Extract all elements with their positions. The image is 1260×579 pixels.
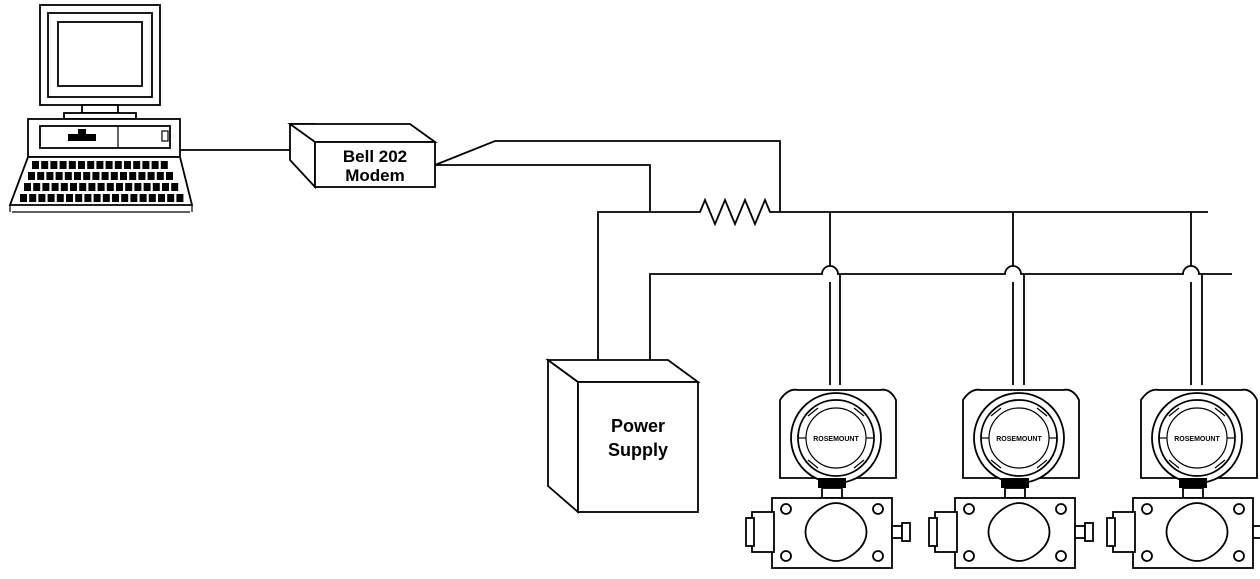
keyboard-key xyxy=(142,161,150,169)
keyboard-key xyxy=(70,183,77,191)
keyboard-key xyxy=(84,194,92,202)
keyboard-key xyxy=(143,183,151,191)
keyboard-key xyxy=(162,183,169,191)
keyboard-key xyxy=(41,161,49,169)
keyboard-key xyxy=(151,161,159,169)
keyboard-key xyxy=(47,194,55,202)
keyboard-key xyxy=(24,183,31,191)
keyboard-key xyxy=(50,161,58,169)
power-supply-label-line1: Power xyxy=(611,416,665,436)
keyboard-key xyxy=(42,183,50,191)
keyboard-key xyxy=(68,161,76,169)
keyboard-key xyxy=(105,161,113,169)
modem-label-line1: Bell 202 xyxy=(343,147,407,166)
keyboard-key xyxy=(33,183,41,191)
keyboard-key xyxy=(158,194,165,202)
monitor-stand xyxy=(81,104,119,114)
keyboard-key xyxy=(66,194,73,202)
modem-lead-b xyxy=(435,164,651,212)
keyboard-key xyxy=(133,161,141,169)
transmitter-logo-text: ROSEMOUNT xyxy=(813,436,859,443)
keyboard-key xyxy=(166,172,173,180)
keyboard-key xyxy=(130,194,138,202)
supply-positive-bus xyxy=(597,197,1208,360)
keyboard-key xyxy=(38,194,46,202)
monitor-base xyxy=(63,112,137,120)
modem-label-line2: Modem xyxy=(345,166,405,185)
keyboard-key xyxy=(167,194,175,202)
keyboard-key xyxy=(102,194,110,202)
keyboard-key xyxy=(112,194,119,202)
keyboard-key xyxy=(59,161,67,169)
power-supply-box: Power Supply xyxy=(545,358,701,514)
keyboard-key xyxy=(97,183,105,191)
keyboard-key xyxy=(56,194,64,202)
keyboard-key xyxy=(78,161,85,169)
keyboard-key xyxy=(29,194,37,202)
keyboard-key xyxy=(55,172,63,180)
keyboard-key xyxy=(51,183,59,191)
keyboard-key xyxy=(32,161,39,169)
transmitter-logo-text: ROSEMOUNT xyxy=(1174,436,1220,443)
keyboard-key xyxy=(96,161,104,169)
keyboard-key xyxy=(64,172,72,180)
floppy-drive xyxy=(68,134,96,141)
cpu-case xyxy=(27,118,181,158)
keyboard-key xyxy=(75,194,83,202)
keyboard-key xyxy=(156,172,164,180)
keyboard-key xyxy=(114,161,122,169)
drive-bay xyxy=(39,125,171,149)
keyboard-key xyxy=(121,194,129,202)
keyboard-key xyxy=(88,183,96,191)
keyboard-key xyxy=(28,172,35,180)
keyboard-key xyxy=(93,194,101,202)
keyboard-key xyxy=(148,194,156,202)
transmitter-2: ROSEMOUNT xyxy=(928,388,1094,569)
keyboard-key xyxy=(20,194,27,202)
monitor-screen xyxy=(57,21,143,87)
monitor-bezel xyxy=(47,12,153,98)
wiring xyxy=(180,140,1232,385)
keyboard-key xyxy=(60,183,68,191)
keyboard-key xyxy=(79,183,87,191)
keyboard-key xyxy=(37,172,45,180)
keyboard-keys xyxy=(20,161,184,202)
keyboard-key xyxy=(87,161,95,169)
keyboard-key xyxy=(134,183,142,191)
keyboard-key xyxy=(160,161,168,169)
keyboard-key xyxy=(120,172,127,180)
keyboard-key xyxy=(139,194,147,202)
keyboard-key xyxy=(138,172,146,180)
transmitter-logo-text: ROSEMOUNT xyxy=(996,436,1042,443)
transmitter-3: ROSEMOUNT xyxy=(1106,388,1260,569)
keyboard-key xyxy=(83,172,91,180)
keyboard-key xyxy=(171,183,179,191)
supply-return-bus xyxy=(649,265,1232,360)
keyboard-key xyxy=(116,183,123,191)
keyboard-key xyxy=(74,172,81,180)
transmitter-1: ROSEMOUNT xyxy=(745,388,911,569)
keyboard-key xyxy=(46,172,54,180)
keyboard-key xyxy=(176,194,184,202)
keyboard-key xyxy=(152,183,160,191)
keyboard-key xyxy=(101,172,109,180)
keyboard-key xyxy=(106,183,114,191)
keyboard-key xyxy=(92,172,100,180)
computer-icon xyxy=(8,4,194,213)
keyboard-key xyxy=(125,183,133,191)
keyboard-key xyxy=(110,172,118,180)
keyboard-key xyxy=(147,172,155,180)
power-supply-label-line2: Supply xyxy=(608,440,668,460)
modem-lead-a xyxy=(434,140,781,212)
keyboard-key xyxy=(129,172,137,180)
modem-box: Bell 202 Modem xyxy=(287,123,438,190)
keyboard-key xyxy=(124,161,131,169)
